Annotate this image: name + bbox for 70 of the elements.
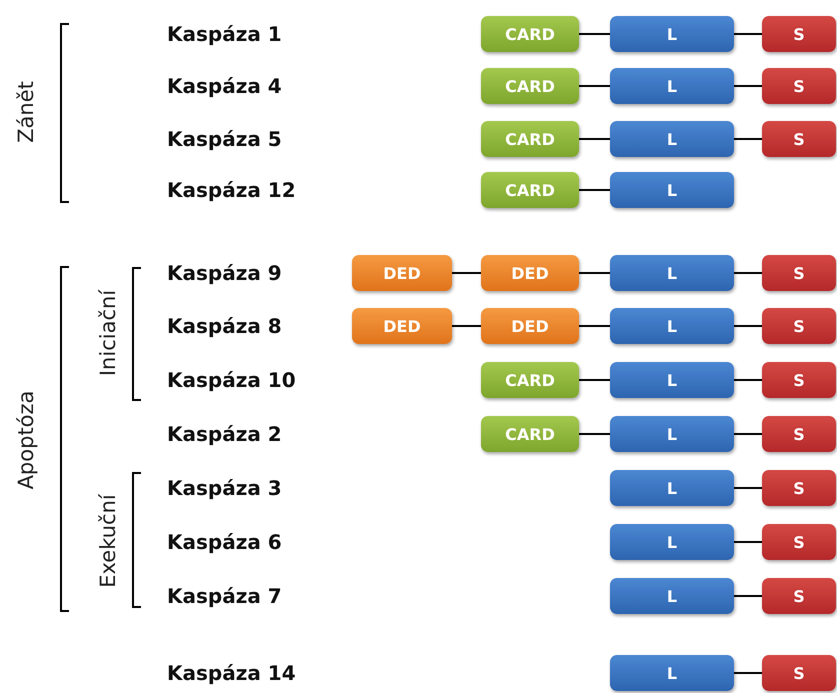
group-label: Apoptóza	[14, 390, 38, 490]
connector-line	[452, 272, 481, 274]
domain-box: CARD	[481, 68, 579, 104]
group-label: Iniciační	[96, 290, 120, 376]
domain-box: L	[610, 524, 734, 560]
connector-line	[734, 138, 762, 140]
domain-box: S	[762, 470, 836, 506]
group-label: Zánět	[14, 81, 38, 143]
connector-line	[734, 487, 762, 489]
connector-line	[579, 138, 610, 140]
domain-box: S	[762, 68, 836, 104]
connector-line	[734, 85, 762, 87]
domain-box: CARD	[481, 172, 579, 208]
connector-line	[734, 433, 762, 435]
connector-line	[452, 325, 481, 327]
domain-box: L	[610, 68, 734, 104]
domain-box: S	[762, 308, 836, 344]
domain-box: S	[762, 362, 836, 398]
domain-box: DED	[352, 255, 452, 291]
row-label: Kaspáza 8	[167, 314, 282, 338]
domain-box: DED	[481, 308, 579, 344]
connector-line	[579, 325, 610, 327]
connector-line	[579, 272, 610, 274]
connector-line	[579, 189, 610, 191]
domain-box: L	[610, 470, 734, 506]
connector-line	[734, 672, 762, 674]
domain-box: CARD	[481, 416, 579, 452]
domain-box: CARD	[481, 362, 579, 398]
connector-line	[734, 379, 762, 381]
row-label: Kaspáza 2	[167, 422, 282, 446]
domain-box: S	[762, 655, 836, 691]
row-label: Kaspáza 7	[167, 584, 282, 608]
domain-box: L	[610, 121, 734, 157]
connector-line	[734, 272, 762, 274]
domain-box: L	[610, 578, 734, 614]
row-label: Kaspáza 10	[167, 368, 296, 392]
row-label: Kaspáza 1	[167, 22, 282, 46]
row-label: Kaspáza 3	[167, 476, 282, 500]
row-label: Kaspáza 14	[167, 661, 296, 685]
row-label: Kaspáza 5	[167, 127, 282, 151]
domain-box: L	[610, 255, 734, 291]
connector-line	[734, 325, 762, 327]
connector-line	[734, 541, 762, 543]
domain-box: S	[762, 16, 836, 52]
domain-box: L	[610, 172, 734, 208]
domain-box: L	[610, 308, 734, 344]
domain-box: L	[610, 16, 734, 52]
domain-box: L	[610, 362, 734, 398]
row-label: Kaspáza 4	[167, 74, 282, 98]
domain-box: S	[762, 578, 836, 614]
row-label: Kaspáza 9	[167, 261, 282, 285]
domain-box: DED	[352, 308, 452, 344]
connector-line	[579, 85, 610, 87]
connector-line	[579, 33, 610, 35]
group-label: Exekuční	[96, 494, 120, 588]
domain-box: S	[762, 524, 836, 560]
connector-line	[734, 595, 762, 597]
domain-box: S	[762, 121, 836, 157]
domain-box: CARD	[481, 121, 579, 157]
connector-line	[734, 33, 762, 35]
domain-box: S	[762, 416, 836, 452]
domain-box: CARD	[481, 16, 579, 52]
connector-line	[579, 433, 610, 435]
row-label: Kaspáza 6	[167, 530, 282, 554]
domain-box: S	[762, 255, 836, 291]
domain-box: L	[610, 416, 734, 452]
domain-box: DED	[481, 255, 579, 291]
domain-box: L	[610, 655, 734, 691]
connector-line	[579, 379, 610, 381]
row-label: Kaspáza 12	[167, 178, 296, 202]
